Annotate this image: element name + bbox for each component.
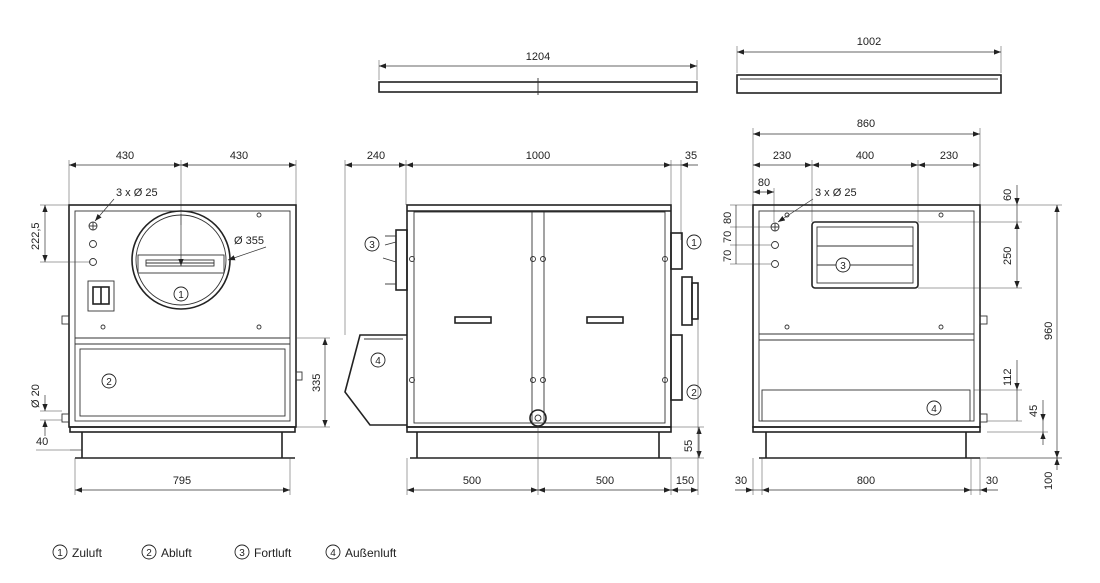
svg-text:3: 3	[369, 240, 375, 251]
marker-exhaust-rear	[835, 257, 851, 273]
marker-extract-front	[101, 373, 117, 389]
dim-40: 40	[36, 436, 48, 448]
svg-text:4: 4	[330, 548, 336, 559]
svg-text:Abluft: Abluft	[161, 546, 192, 560]
front-view: 430 430 3 x Ø 25 Ø 355	[30, 150, 330, 495]
dim-35: 35	[685, 150, 697, 162]
dim-335: 335	[311, 374, 323, 392]
dim-70-a: 70	[722, 231, 734, 243]
dim-430-right: 430	[230, 150, 248, 162]
svg-text:1: 1	[57, 548, 63, 559]
dim-o20: Ø 20	[30, 384, 42, 408]
dim-1000: 1000	[526, 150, 550, 162]
svg-text:Fortluft: Fortluft	[254, 546, 292, 560]
marker-supply-side	[686, 234, 702, 250]
side-view: 240 1000 35 3	[344, 150, 704, 495]
dim-400: 400	[856, 150, 874, 162]
svg-text:4: 4	[375, 356, 381, 367]
svg-text:1: 1	[178, 290, 184, 301]
legend-item-exhaust: 3 Fortluft	[234, 544, 292, 560]
marker-outdoor-side	[370, 352, 386, 368]
dim-430-left: 430	[116, 150, 134, 162]
dim-70-b: 70	[722, 250, 734, 262]
svg-text:1: 1	[691, 238, 697, 249]
dim-100: 100	[1043, 472, 1055, 490]
top-view-right: 1002	[736, 36, 1002, 94]
dim-800: 800	[857, 475, 875, 487]
dim-112: 112	[1002, 368, 1014, 386]
dim-230-left: 230	[773, 150, 791, 162]
svg-text:Zuluft: Zuluft	[72, 546, 103, 560]
dim-240: 240	[367, 150, 385, 162]
dim-30-left: 30	[735, 475, 747, 487]
svg-text:3: 3	[840, 261, 846, 272]
svg-text:3: 3	[239, 548, 245, 559]
rear-view: 860 230 400 230 80 3 x Ø 25	[722, 118, 1062, 495]
dim-860: 860	[857, 118, 875, 130]
front-duct-diameter: Ø 355	[234, 235, 264, 247]
legend: 1 Zuluft 2 Abluft 3 Fortluft 4 Außenluft	[52, 544, 397, 560]
dim-1002: 1002	[857, 36, 881, 48]
dim-60: 60	[1002, 189, 1014, 201]
dim-230-right: 230	[940, 150, 958, 162]
legend-item-extract: 2 Abluft	[141, 544, 192, 560]
dim-80-spacing: 80	[722, 212, 734, 224]
front-holes-label: 3 x Ø 25	[116, 187, 158, 199]
svg-text:4: 4	[931, 404, 937, 415]
dim-150: 150	[676, 475, 694, 487]
dim-1204: 1204	[526, 51, 550, 63]
svg-text:Außenluft: Außenluft	[345, 546, 397, 560]
marker-supply-front	[173, 286, 189, 302]
top-view-left: 1204	[378, 51, 698, 95]
dim-960: 960	[1043, 322, 1055, 340]
legend-item-outdoor: 4 Außenluft	[325, 544, 397, 560]
dim-222-5: 222,5	[30, 222, 42, 250]
svg-text:2: 2	[691, 388, 697, 399]
dim-80-offset: 80	[758, 177, 770, 189]
legend-item-supply: 1 Zuluft	[52, 544, 103, 560]
dim-30-right: 30	[986, 475, 998, 487]
marker-outdoor-rear	[926, 400, 942, 416]
marker-exhaust-side	[364, 236, 380, 252]
svg-text:2: 2	[106, 377, 112, 388]
dim-55: 55	[683, 440, 695, 452]
dim-500-right: 500	[596, 475, 614, 487]
rear-holes-label: 3 x Ø 25	[815, 187, 857, 199]
marker-extract-side	[686, 384, 702, 400]
dim-500-left: 500	[463, 475, 481, 487]
dim-45: 45	[1028, 405, 1040, 417]
dim-795: 795	[173, 475, 191, 487]
dim-250: 250	[1002, 247, 1014, 265]
svg-text:2: 2	[146, 548, 152, 559]
